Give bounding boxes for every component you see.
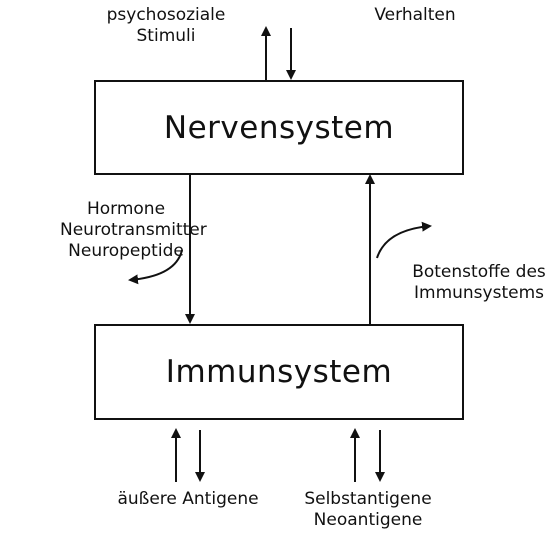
immune-messengers-line-2: Immunsystems: [414, 283, 544, 303]
hormones-label-line-2: Neurotransmitter: [60, 220, 207, 240]
immune-messengers-line-1: Botenstoffe des: [412, 262, 546, 282]
hormones-label-line-1: Hormone: [86, 199, 166, 219]
immune-system-label: Immunsystem: [165, 354, 393, 390]
immune-system-box: Immunsystem: [94, 324, 464, 420]
behavior-label: Verhalten: [374, 5, 456, 25]
self-antigens-line-1: Selbstantigene: [304, 489, 432, 509]
stimuli-label-line-2: Stimuli: [136, 26, 196, 46]
hormones-label-line-3: Neuropeptide: [68, 241, 184, 261]
hormones-label: Hormone Neurotransmitter Neuropeptide: [60, 199, 207, 262]
nervous-system-box: Nervensystem: [94, 80, 464, 175]
curved-arrow-left: [128, 249, 183, 285]
external-antigens-label: äußere Antigene: [117, 489, 259, 509]
curved-arrow-right: [376, 221, 432, 259]
nervous-system-label: Nervensystem: [163, 109, 395, 146]
immune-messengers-label: Botenstoffe des Immunsystems: [404, 262, 554, 304]
self-antigens-label: Selbstantigene Neoantigene: [296, 489, 440, 531]
self-antigens-line-2: Neoantigene: [313, 510, 423, 530]
stimuli-label: psychosoziale Stimuli: [84, 5, 248, 47]
stimuli-label-line-1: psychosoziale: [106, 5, 226, 25]
